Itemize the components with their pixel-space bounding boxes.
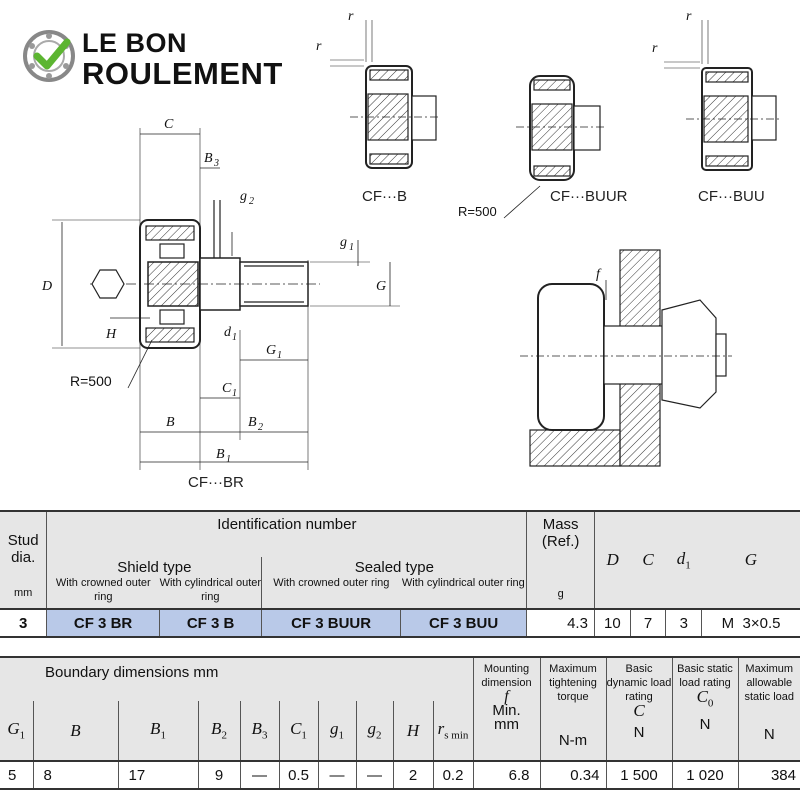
stud-dia-header: Stud dia.mm <box>7 532 39 599</box>
static-rating-header: Basic static load rating C0 N <box>671 657 738 761</box>
allowable-load-header: Maximum allowable static load N <box>737 657 800 761</box>
col-G1: G1 <box>7 719 26 742</box>
torque-header: Maximum tightening torque N-m <box>539 657 606 761</box>
cf-br-drawing <box>52 128 400 470</box>
svg-text:g: g <box>340 235 347 250</box>
id-cf3buur: CF 3 BUUR <box>261 609 401 637</box>
col-G: G <box>744 550 757 569</box>
logo-line2: ROULEMENT <box>82 56 283 91</box>
col-d1: d1 <box>676 548 691 572</box>
caption-cf-buur: CF···BUUR <box>550 188 628 205</box>
svg-text:f: f <box>596 267 602 282</box>
svg-text:C: C <box>164 117 174 132</box>
svg-text:B: B <box>248 415 257 430</box>
cf-b-drawing <box>330 20 440 169</box>
svg-text:H: H <box>105 327 117 342</box>
table-row: 5 8 17 9 — 0.5 — — 2 0.2 6.8 0.34 1 500 … <box>0 761 800 789</box>
svg-text:D: D <box>41 279 52 294</box>
col-B2: B2 <box>197 701 240 761</box>
id-cf3b: CF 3 B <box>158 609 262 637</box>
svg-text:G: G <box>266 343 276 358</box>
mounting-header: Mounting dimension f Min. mm <box>472 657 540 761</box>
col-g2: g2 <box>355 701 393 761</box>
boundary-table: Boundary dimensions mm Mounting dimensio… <box>0 656 800 790</box>
col-C1: C1 <box>278 701 318 761</box>
col-C: C <box>642 550 654 569</box>
identification-header: Identification number <box>46 511 527 557</box>
svg-text:1: 1 <box>277 350 282 361</box>
col-D: D <box>593 511 631 609</box>
col-rs: rs min <box>432 701 473 761</box>
logo-line1: LE BON <box>82 28 188 58</box>
svg-text:1: 1 <box>232 388 237 399</box>
dynamic-rating-header: Basic dynamic load rating C N <box>605 657 672 761</box>
cf-buur-drawing <box>503 75 604 219</box>
svg-text:C: C <box>222 381 232 396</box>
svg-text:g: g <box>240 189 247 204</box>
caption-cf-br: CF···BR <box>188 474 244 491</box>
svg-text:3: 3 <box>213 158 219 169</box>
mounting-drawing <box>520 249 732 467</box>
svg-text:1: 1 <box>232 332 237 343</box>
col-B3: B3 <box>239 701 279 761</box>
radius-label-main: R=500 <box>70 373 112 389</box>
svg-text:r: r <box>348 9 354 24</box>
bearing-check-icon <box>23 30 75 82</box>
svg-text:1: 1 <box>349 242 354 253</box>
id-cf3buu: CF 3 BUU <box>399 609 527 637</box>
col-B: B <box>32 701 118 761</box>
caption-cf-b: CF···B <box>362 188 407 205</box>
brand-logo: LE BON ROULEMENT <box>22 26 302 91</box>
identification-table: Stud dia.mm Identification number Mass (… <box>0 510 800 638</box>
table-row: 3 CF 3 BR CF 3 B CF 3 BUUR CF 3 BUU 4.3 … <box>0 609 800 637</box>
svg-text:d: d <box>224 325 232 340</box>
value-G: M 3×0.5 <box>701 609 800 637</box>
cf-buu-drawing <box>664 20 780 171</box>
svg-text:r: r <box>686 9 692 24</box>
svg-text:r: r <box>316 39 322 54</box>
id-cf3br: CF 3 BR <box>46 609 160 637</box>
col-B1: B1 <box>117 701 198 761</box>
svg-text:B: B <box>216 447 225 462</box>
svg-text:2: 2 <box>258 422 263 433</box>
svg-text:r: r <box>652 41 658 56</box>
col-H: H <box>392 701 433 761</box>
svg-text:1: 1 <box>226 454 231 465</box>
col-g1: g1 <box>317 701 356 761</box>
svg-text:B: B <box>204 151 213 166</box>
svg-text:G: G <box>376 279 386 294</box>
caption-cf-buu: CF···BUU <box>698 188 765 205</box>
radius-label-buur: R=500 <box>458 204 497 219</box>
boundary-header: Boundary dimensions mm <box>45 664 219 681</box>
svg-text:B: B <box>166 415 175 430</box>
svg-text:2: 2 <box>249 196 254 207</box>
mass-header: Mass (Ref.)g <box>526 511 595 609</box>
